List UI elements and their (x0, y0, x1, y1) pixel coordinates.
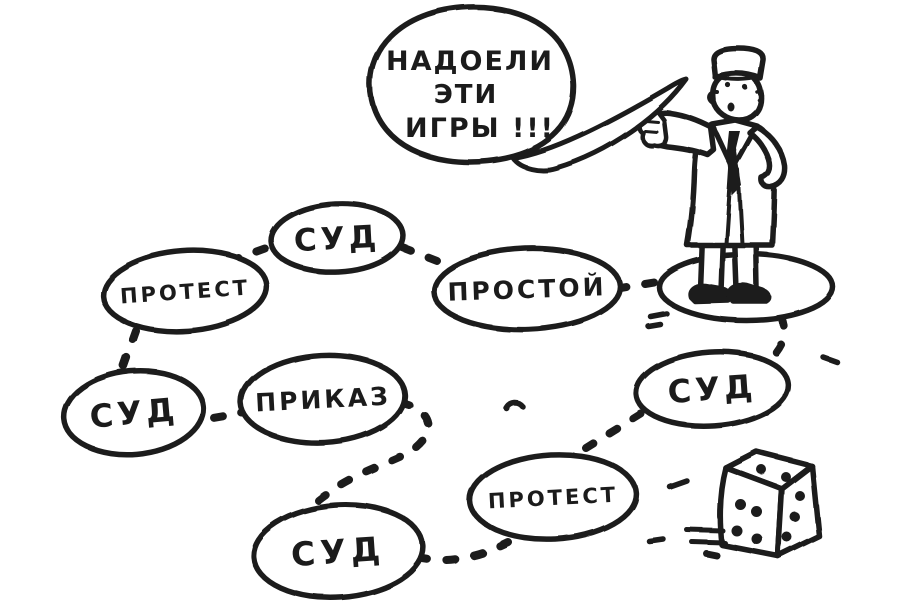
cell-label-court-right: СУД (666, 367, 757, 411)
motion-line (684, 527, 726, 534)
pen-mark (646, 322, 664, 330)
cell-oval-court-right (633, 348, 791, 430)
pip (795, 491, 805, 501)
cell-oval-court-left (61, 367, 207, 459)
nose (707, 89, 719, 105)
cell-oval-court-bottom (250, 501, 426, 601)
cell-oval-protest-upper (100, 247, 270, 335)
cell-label-prostoy: ПРОСТОЙ (447, 272, 607, 307)
ear (755, 89, 764, 102)
dice-motion-lines (684, 527, 728, 560)
cell-label-prikaz: ПРИКАЗ (255, 381, 392, 417)
fur-hat (710, 45, 766, 81)
motion-line (703, 550, 721, 560)
pen-mark (504, 400, 526, 412)
speech-bubble-body (367, 4, 577, 165)
pip (751, 533, 763, 545)
path-court-left-to-protest-upper (116, 327, 140, 380)
mouth (727, 102, 735, 112)
path-start-to-court-right (767, 313, 788, 361)
eye-left (725, 82, 731, 88)
pen-mark (648, 311, 670, 320)
pip (790, 512, 800, 522)
pen-mark (646, 536, 666, 544)
speech-line-1: НАДОЕЛИ (386, 46, 554, 77)
pen-mark (820, 354, 840, 365)
dice-faces (717, 449, 822, 559)
path-court-bottom-to-prikaz (314, 400, 433, 504)
pip (735, 499, 747, 511)
man-figure (636, 45, 788, 304)
path-protest-lower-to-court-bottom (418, 538, 512, 564)
dice-pips (731, 465, 805, 545)
cell-label-court-left: СУД (88, 390, 180, 436)
pip (731, 525, 743, 537)
stray-pen-marks (504, 311, 840, 544)
dice-icon (684, 449, 822, 560)
cell-label-court-top: СУД (293, 219, 381, 259)
speech-bubble (367, 4, 689, 173)
pip (781, 472, 791, 482)
speech-line-2: ЭТИ (434, 80, 499, 110)
cell-oval-prikaz (238, 352, 408, 446)
speech-bubble-tail (510, 76, 689, 173)
path-court-top-to-prostoy (398, 243, 447, 267)
cell-label-court-bottom: СУД (290, 529, 387, 574)
eye-right (742, 84, 748, 90)
pen-mark (666, 477, 689, 489)
ink-artwork (61, 4, 840, 601)
board-cells (61, 201, 836, 601)
path-prostoy-to-start (613, 277, 664, 292)
cell-oval-prostoy (431, 246, 623, 332)
tie (727, 131, 742, 196)
cell-oval-protest-lower (467, 452, 639, 542)
shoe-right (726, 282, 772, 304)
pip (782, 532, 792, 542)
pip (757, 465, 767, 475)
shoe-left (687, 283, 733, 304)
path-court-right-to-protest-lower (582, 410, 645, 452)
speech-line-3: ИГРЫ !!! (405, 113, 555, 144)
hat-brim-line (712, 74, 763, 82)
motion-line (689, 539, 728, 546)
pip (751, 506, 763, 518)
cell-oval-court-top (268, 201, 406, 275)
arm-right-akimbo (747, 124, 788, 190)
